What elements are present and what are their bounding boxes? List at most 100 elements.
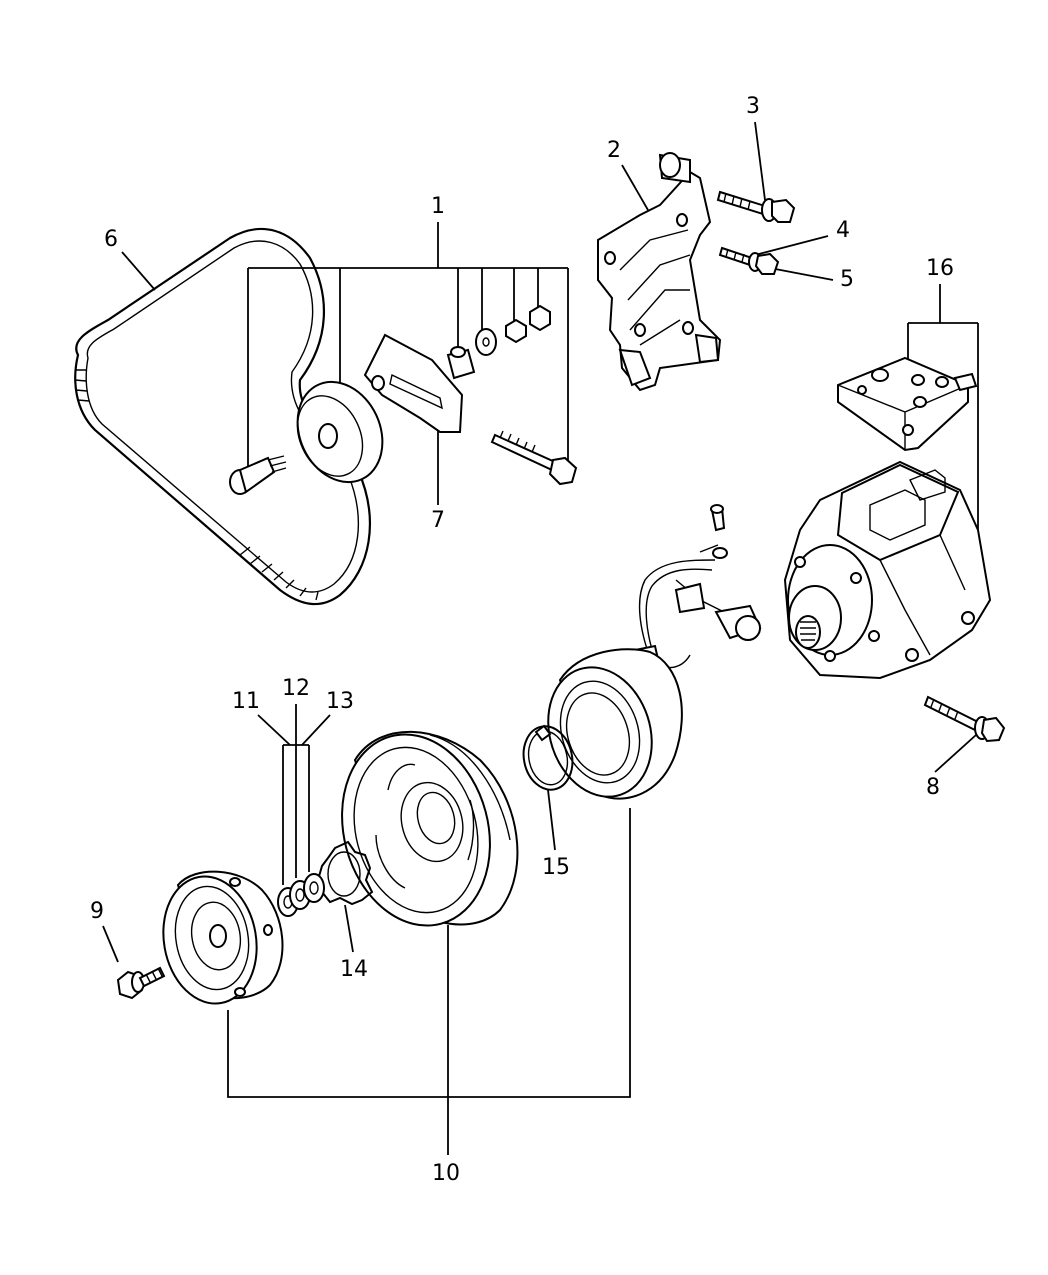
mount-plate-hole-3 (902, 424, 914, 436)
bolt-8-head (980, 716, 1006, 743)
harness-wire-1 (638, 559, 716, 659)
ac-compressor (783, 460, 992, 680)
compressor-port-1 (869, 489, 926, 541)
compressor-shaft-spline (800, 621, 816, 641)
pivot-bolt-thread (267, 455, 287, 473)
coil-front-inner (559, 680, 641, 784)
harness-clip (674, 582, 706, 614)
shim-plate-inner (327, 851, 361, 897)
callout-1: 1 (431, 194, 445, 219)
compressor-bracket (597, 152, 722, 392)
mount-plate-boss-1 (871, 368, 889, 382)
armature-rivet-3 (234, 987, 246, 997)
rotor-belt-groove (429, 734, 511, 841)
idler-pulley-rim (296, 395, 364, 477)
bracket-foot-2 (694, 333, 720, 364)
leader-10-bracket (227, 808, 631, 1098)
callout-7: 7 (431, 508, 445, 533)
bolt-8-thread (930, 698, 959, 720)
washer (475, 328, 497, 356)
long-bolt (490, 430, 578, 486)
rotor-slots (375, 763, 475, 889)
callout-14: 14 (340, 957, 368, 982)
callout-16: 16 (926, 256, 954, 281)
ground-terminal (712, 547, 728, 559)
compressor-bolt-4 (824, 650, 836, 662)
pivot-bolt-shank (238, 456, 276, 494)
callout-12: 12 (282, 676, 310, 701)
armature-center (209, 924, 227, 948)
bolt-9-shank (138, 966, 166, 988)
bushing-top (450, 346, 466, 358)
leader-14 (344, 904, 354, 953)
clutch-bolt-9 (116, 966, 166, 1000)
armature-ring-2 (190, 901, 242, 971)
leader-8 (934, 734, 977, 773)
clutch-shim-plate (316, 840, 374, 906)
mount-plate-hole-2 (913, 396, 927, 408)
callout-10: 10 (432, 1161, 460, 1186)
compressor-bolt-3 (868, 630, 880, 642)
compressor-bolt-1 (794, 556, 806, 568)
leader-3 (754, 121, 766, 201)
callout-9: 9 (90, 899, 104, 924)
compressor-mount-ear-2 (961, 611, 975, 625)
callout-11: 11 (232, 689, 260, 714)
bracket-ribs (619, 229, 691, 346)
compressor-bolt-2 (850, 572, 862, 584)
bracket-hole-1 (604, 251, 616, 265)
leader-13 (301, 714, 331, 746)
bracket-body (597, 170, 722, 392)
bracket-nut-5 (754, 252, 780, 275)
pivot-bolt (229, 455, 287, 495)
bolt-4-thread (725, 248, 745, 263)
armature-ring-1 (174, 885, 250, 991)
callout-5: 5 (840, 267, 854, 292)
mount-plate-boss-3 (935, 376, 949, 388)
leader-lines (102, 121, 979, 1155)
nut (505, 318, 527, 344)
compressor-port-2 (909, 469, 946, 501)
leader-6 (121, 251, 156, 291)
compressor-body-lines (879, 534, 966, 656)
callout-15: 15 (542, 855, 570, 880)
clutch-shims (277, 873, 325, 917)
leader-4 (754, 235, 829, 256)
mount-plate-boss-2 (911, 374, 925, 386)
compressor-mount-plate (837, 356, 978, 452)
bolt-3-head (771, 198, 796, 223)
clutch-field-coil (547, 648, 683, 800)
cap-nut (529, 304, 551, 332)
ground-lead (699, 544, 719, 553)
leader-9 (102, 925, 119, 963)
armature-rivet-2 (263, 924, 273, 936)
snap-ring-tab (534, 724, 552, 742)
clutch-armature-plate (162, 870, 284, 1005)
rotor-hub-outer (400, 781, 464, 863)
belt-ribs-left (74, 369, 90, 402)
bracket-bolt-3 (716, 190, 796, 223)
harness-wire-2 (645, 568, 713, 663)
tensioner-bracket (363, 333, 464, 433)
rotor-groove-1 (353, 746, 479, 914)
mount-plate-fitting (953, 372, 978, 392)
long-bolt-shank (490, 433, 557, 472)
callout-2: 2 (607, 138, 621, 163)
compressor-bolt-8 (923, 695, 1006, 743)
clutch-rotor-pulley (341, 730, 519, 927)
pressure-switch-head (735, 615, 761, 641)
idler-pulley-assembly (229, 304, 578, 495)
belt-ribs-bottom (239, 546, 319, 601)
mount-plate-hole-1 (857, 385, 867, 395)
snap-ring-outer (522, 725, 574, 791)
leader-15 (547, 789, 556, 851)
washer-hole (482, 337, 490, 347)
tensioner-plate (363, 333, 464, 433)
shim-13-hole (309, 881, 319, 895)
snap-ring (522, 724, 574, 791)
mount-plate (837, 356, 969, 452)
rotor-front (341, 733, 491, 927)
rotor-hub-inner (416, 791, 456, 845)
